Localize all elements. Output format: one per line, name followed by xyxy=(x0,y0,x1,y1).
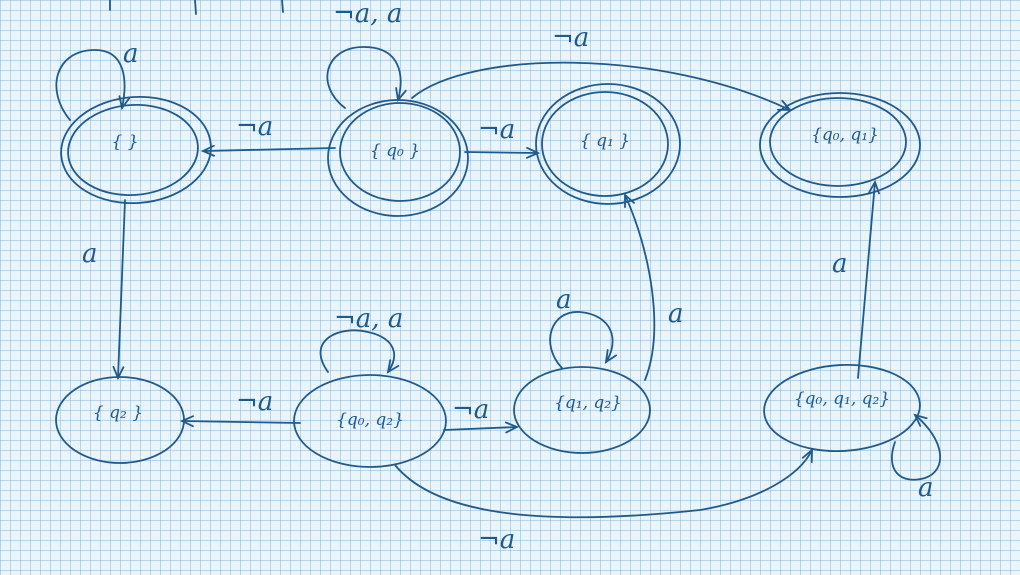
edge-empty-to-q2 xyxy=(118,199,126,378)
state-label: {q₀, q₁} xyxy=(811,125,879,145)
edge-empty-self xyxy=(55,49,124,121)
edge-label-q0q1q2-self: a xyxy=(918,473,934,503)
state-label: { q₁ } xyxy=(580,131,630,151)
edge-label-q0-to-q1: ¬a xyxy=(478,115,515,145)
state-q0: { q₀ } xyxy=(327,99,469,217)
edge-label-q0q2-self: ¬a, a xyxy=(334,304,403,334)
edge-label-q0-to-empty: ¬a xyxy=(236,112,273,142)
top-pen-marks xyxy=(109,0,284,15)
edge-q0-to-empty xyxy=(203,148,336,151)
state-q1q2: {q₁, q₂} xyxy=(513,366,651,454)
state-q0q1: {q₀, q₁} xyxy=(759,92,921,198)
edge-label-q1q2-self: a xyxy=(556,285,572,315)
edge-q1q2-self xyxy=(549,311,613,369)
edge-label-q0q1q2-to-q0q1: a xyxy=(832,249,848,279)
edge-q0q2-to-q2 xyxy=(182,421,301,423)
edge-label-empty-to-q2: a xyxy=(82,239,98,269)
edge-q0-self xyxy=(326,46,400,109)
edge-q0q2-self xyxy=(319,329,395,372)
edge-q0-to-q1 xyxy=(464,152,538,153)
state-q0q1q2: {q₀, q₁, q₂} xyxy=(763,363,921,453)
edge-label-q0q2-to-q2: ¬a xyxy=(236,387,273,417)
state-q2: { q₂ } xyxy=(55,376,185,464)
state-empty: { } xyxy=(60,95,212,205)
state-label: { } xyxy=(111,132,138,152)
edge-label-q0q2-to-q0q1q2: ¬a xyxy=(478,525,515,555)
edge-q0q1q2-self xyxy=(890,415,941,481)
state-q1: { q₁ } xyxy=(535,83,681,205)
state-label: {q₀, q₁, q₂} xyxy=(794,389,890,409)
edge-label-empty-self: a xyxy=(123,39,139,69)
edge-q0q2-to-q0q1q2 xyxy=(394,450,812,519)
state-label: {q₀, q₂} xyxy=(336,410,404,430)
state-q0q2: {q₀, q₂} xyxy=(293,374,447,468)
edge-q0q2-to-q1q2 xyxy=(443,427,517,430)
edge-q0-to-q0q1 xyxy=(411,61,790,110)
edge-q0q1q2-to-q0q1 xyxy=(857,182,875,379)
edge-label-q0-to-q0q1: ¬a xyxy=(552,23,589,53)
edge-label-q0-self: ¬a, a xyxy=(333,0,402,29)
edge-label-q0q2-to-q1q2: ¬a xyxy=(452,395,489,425)
edge-label-q1q2-to-q1: a xyxy=(668,299,684,329)
edge-q1q2-to-q1 xyxy=(625,195,656,381)
state-label: { q₂ } xyxy=(93,403,143,423)
state-label: {q₁, q₂} xyxy=(554,393,622,413)
state-label: { q₀ } xyxy=(370,141,420,161)
